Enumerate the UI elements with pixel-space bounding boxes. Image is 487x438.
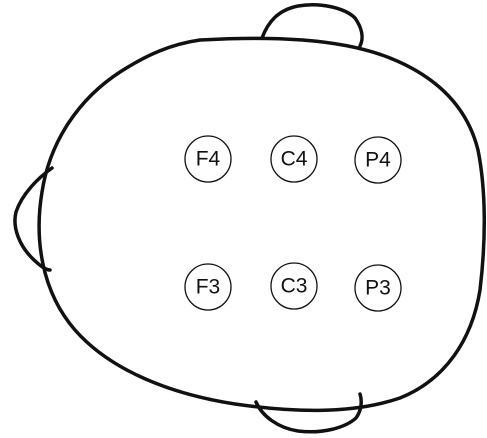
electrode-p3: P3 (354, 264, 402, 312)
electrode-p4: P4 (354, 136, 402, 184)
electrode-circle (184, 263, 232, 311)
electrode-label: P3 (365, 277, 391, 300)
electrode-circle (270, 135, 318, 183)
electrode-label: C4 (281, 148, 308, 171)
electrode-f3: F3 (184, 263, 232, 311)
left-ear-outline (13, 166, 54, 272)
electrode-circle (270, 262, 318, 310)
electrode-circle (184, 135, 232, 183)
top-ear-outline (260, 3, 364, 48)
electrode-label: F3 (196, 276, 221, 299)
electrode-circle (354, 264, 402, 312)
electrode-label: C3 (281, 275, 308, 298)
electrode-label: P4 (365, 149, 391, 172)
electrode-label: F4 (196, 148, 221, 171)
bottom-ear-outline (254, 392, 363, 434)
electrode-c3: C3 (270, 262, 318, 310)
head-outline (37, 36, 486, 413)
electrode-f4: F4 (184, 135, 232, 183)
electrode-circle (354, 136, 402, 184)
electrode-c4: C4 (270, 135, 318, 183)
